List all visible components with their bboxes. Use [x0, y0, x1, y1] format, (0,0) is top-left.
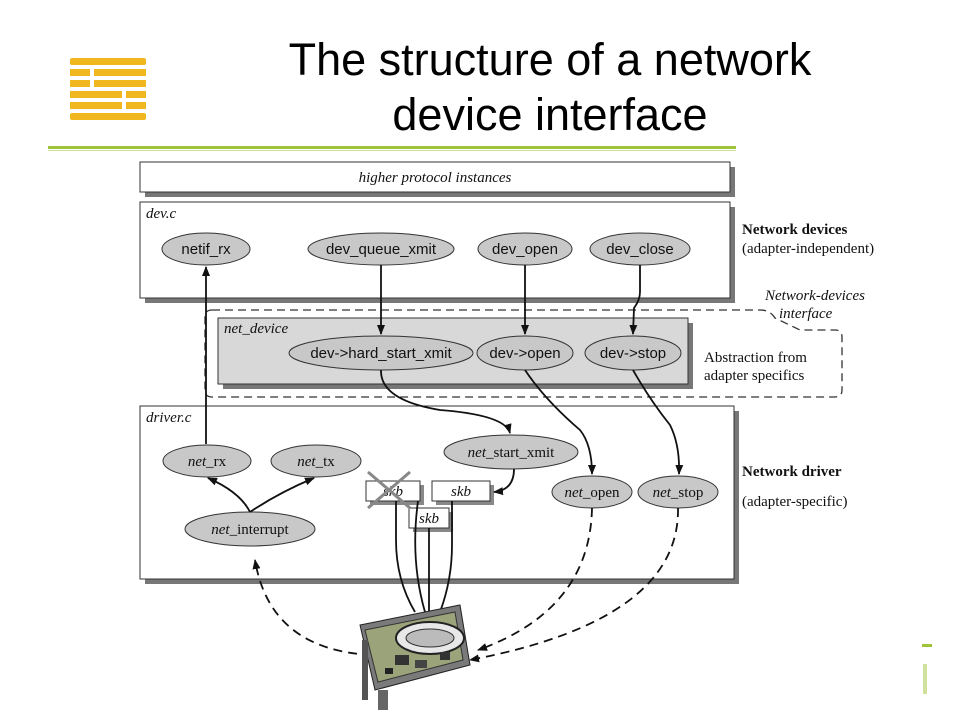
top-bar-label: higher protocol instances — [359, 170, 512, 186]
higher-protocol-bar: higher protocol instances — [139, 161, 735, 197]
svg-text:dev->hard_start_xmit: dev->hard_start_xmit — [310, 345, 452, 362]
svg-text:net_tx: net_tx — [297, 454, 335, 470]
company-logo — [70, 58, 146, 120]
node-net-open: net_open — [551, 475, 633, 509]
node-net-interrupt: net_interrupt — [184, 511, 316, 547]
node-dev-stop-ptr: dev->stop — [584, 335, 682, 371]
dev-c-label: dev.c — [146, 206, 176, 222]
node-netif-rx: netif_rx — [161, 232, 251, 266]
node-dev-hard-start-xmit: dev->hard_start_xmit — [288, 335, 474, 371]
svg-text:dev->open: dev->open — [489, 345, 560, 362]
node-dev-close: dev_close — [589, 232, 691, 266]
node-net-tx: net_tx — [270, 444, 362, 478]
dashed-arrows — [252, 507, 679, 663]
network-devices-interface-border — [204, 309, 843, 398]
skb-box-1: skb — [365, 480, 424, 505]
discarded-skb-cross-icon — [367, 470, 411, 510]
svg-text:net_stop: net_stop — [653, 485, 704, 501]
node-dev-open: dev_open — [477, 232, 573, 266]
network-adapter-card-icon — [359, 604, 471, 710]
interface-label-line-1: Network-devices — [764, 288, 865, 304]
node-net-stop: net_stop — [637, 475, 719, 509]
driver-side-title: Network driver — [742, 464, 842, 480]
node-dev-queue-xmit: dev_queue_xmit — [307, 232, 455, 266]
dev-c-side-title: Network devices — [742, 222, 848, 238]
node-net-rx: net_rx — [162, 444, 252, 478]
svg-text:skb: skb — [451, 484, 471, 500]
svg-text:netif_rx: netif_rx — [181, 241, 231, 258]
node-net-start-xmit: net_start_xmit — [443, 434, 579, 470]
corner-accent-vertical — [923, 664, 927, 694]
skb-box-2: skb — [431, 480, 494, 505]
node-dev-open-ptr: dev->open — [476, 335, 574, 371]
svg-text:dev_close: dev_close — [606, 241, 674, 258]
page-title: The structure of a network device interf… — [190, 32, 910, 142]
svg-text:net_interrupt: net_interrupt — [211, 522, 289, 538]
abstraction-line-2: adapter specifics — [704, 368, 805, 384]
svg-text:net_start_xmit: net_start_xmit — [468, 445, 555, 461]
abstraction-line-1: Abstraction from — [704, 350, 807, 366]
title-rule — [48, 146, 736, 149]
svg-text:net_rx: net_rx — [188, 454, 227, 470]
title-line-2: device interface — [392, 89, 708, 140]
net-device-label: net_device — [224, 321, 288, 337]
corner-accent — [922, 644, 932, 647]
dev-c-side-sub: (adapter-independent) — [742, 241, 874, 257]
solid-arrows — [202, 265, 684, 613]
title-line-1: The structure of a network — [288, 34, 812, 85]
svg-text:net_open: net_open — [565, 485, 620, 501]
driver-side-sub: (adapter-specific) — [742, 494, 847, 510]
svg-text:dev_queue_xmit: dev_queue_xmit — [326, 241, 437, 258]
interface-label-line-2: interface — [779, 306, 833, 322]
svg-text:dev_open: dev_open — [492, 241, 558, 258]
svg-text:dev->stop: dev->stop — [600, 345, 666, 362]
title-rule-light — [48, 150, 736, 151]
svg-text:skb: skb — [419, 511, 439, 527]
driver-c-label: driver.c — [146, 410, 192, 426]
